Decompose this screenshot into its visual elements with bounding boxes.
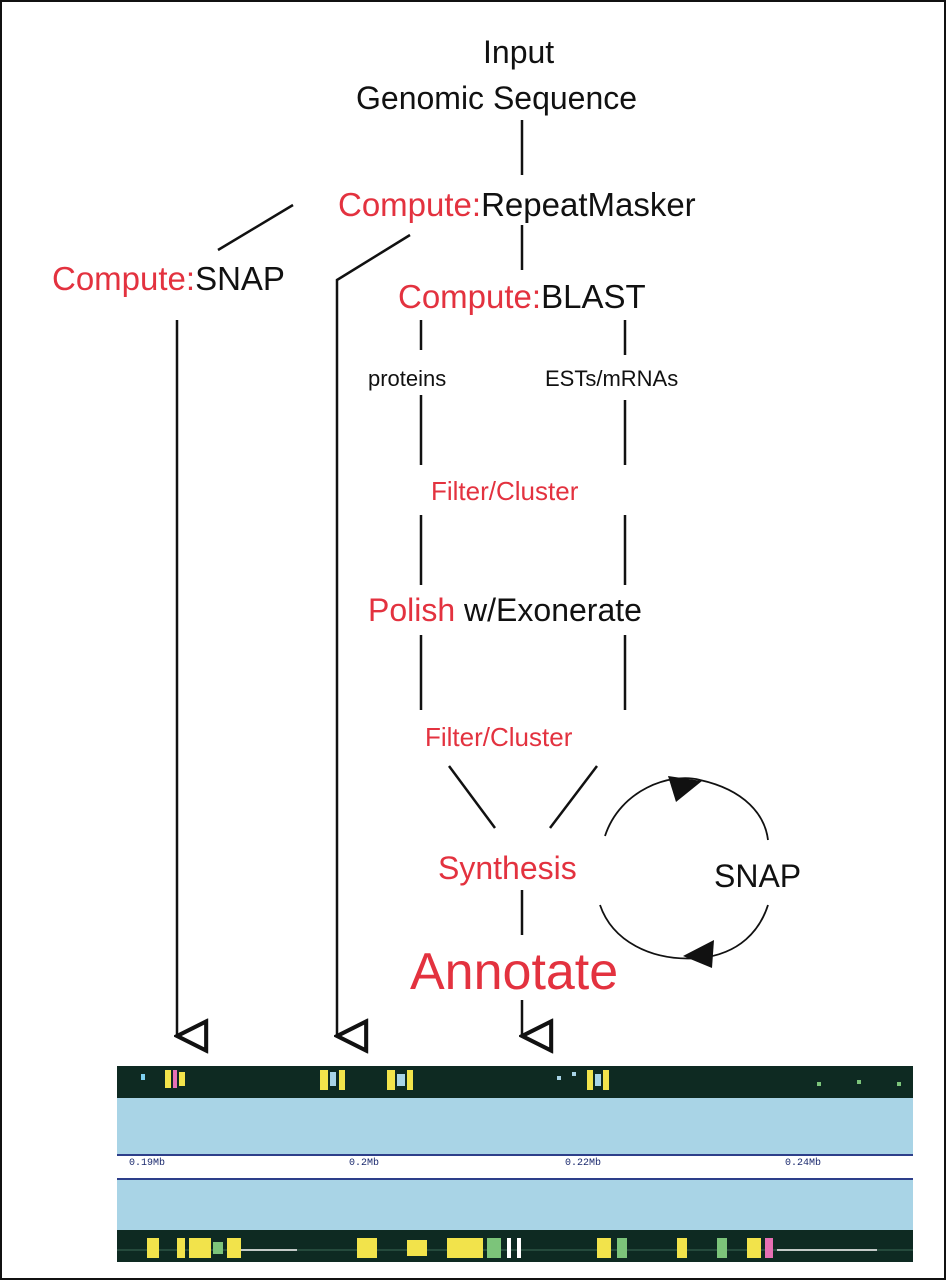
polish-rest: w/Exonerate <box>464 592 642 628</box>
snap-loop-arc-top <box>604 777 769 841</box>
node-filter-cluster-1: Filter/Cluster <box>431 476 579 506</box>
snap-loop-arc-bottom <box>599 904 769 960</box>
ruler-label-0: 0.19Mb <box>129 1158 166 1169</box>
snap-loop-arrowhead-bottom <box>683 940 714 968</box>
node-snap-compute: Compute:SNAP <box>52 262 285 295</box>
node-filter-cluster-2: Filter/Cluster <box>425 722 573 752</box>
edge-filter2-synthesis-left <box>447 765 497 829</box>
repeatmasker-tool: RepeatMasker <box>481 186 696 223</box>
node-blast: Compute:BLAST <box>398 280 646 313</box>
node-snap-loop: SNAP <box>714 858 802 894</box>
ruler-label-3: 0.24Mb <box>785 1158 822 1169</box>
node-ests: ESTs/mRNAs <box>545 366 679 391</box>
ruler-label-1: 0.2Mb <box>349 1158 380 1169</box>
snap-prefix: Compute: <box>52 260 196 297</box>
polish-word: Polish <box>368 592 456 628</box>
top-feature-track <box>141 1070 901 1090</box>
node-synthesis: Synthesis <box>438 850 577 886</box>
bottom-gene-track <box>117 1238 913 1258</box>
node-proteins: proteins <box>368 366 447 391</box>
position-ruler: 0.19Mb 0.2Mb 0.22Mb 0.24Mb <box>117 1154 913 1180</box>
blast-prefix: Compute: <box>398 278 542 315</box>
blast-tool: BLAST <box>541 278 646 315</box>
edge-filter2-synthesis-right <box>549 765 598 829</box>
upper-blue-band <box>117 1098 913 1154</box>
edge-repeatmasker-snap <box>217 203 294 252</box>
node-input-line2: Genomic Sequence <box>356 80 638 116</box>
snap-tool: SNAP <box>195 260 285 297</box>
node-repeatmasker: Compute:RepeatMasker <box>338 188 696 221</box>
edge-repeatmasker-genome <box>337 233 411 1036</box>
node-input-line1: Input <box>483 34 555 70</box>
snap-loop-arrowhead-top <box>668 776 702 802</box>
genome-annotation-view: 0.19Mb 0.2Mb 0.22Mb 0.24Mb <box>117 1066 913 1262</box>
node-polish: Polish w/Exonerate <box>368 594 642 626</box>
lower-blue-band <box>117 1180 913 1230</box>
ruler-label-2: 0.22Mb <box>565 1158 602 1169</box>
repeatmasker-prefix: Compute: <box>338 186 482 223</box>
node-annotate: Annotate <box>410 943 619 1001</box>
